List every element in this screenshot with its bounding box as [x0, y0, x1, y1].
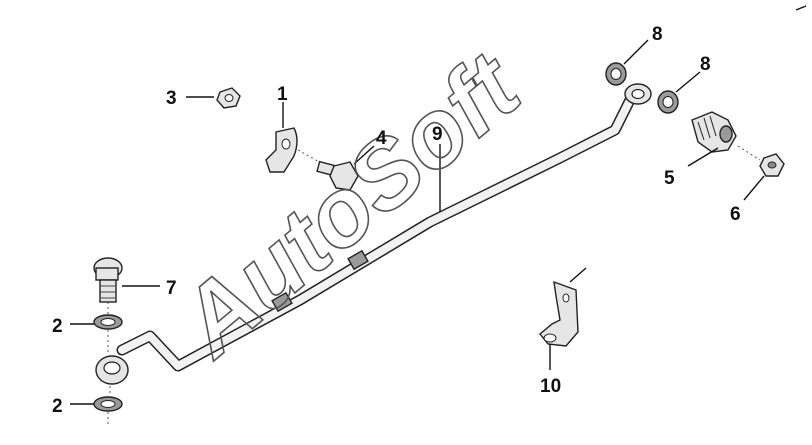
axis-line-5 — [737, 145, 761, 161]
bracket-icon — [265, 127, 298, 173]
leader-8b — [675, 71, 701, 93]
callout-9: 9 — [432, 124, 443, 145]
sensor-fitting-icon — [691, 111, 737, 153]
watermark-logo: AutoSoft — [158, 31, 542, 377]
callout-1: 1 — [277, 84, 288, 105]
callout-2a: 2 — [52, 316, 63, 337]
sealing-washer-icon — [93, 396, 123, 412]
corner-mark — [795, 5, 807, 11]
callout-5: 5 — [664, 168, 675, 189]
callout-4: 4 — [376, 128, 387, 149]
banjo-bolt-icon — [95, 355, 129, 385]
bolt-icon — [316, 160, 359, 191]
clamp-icon — [539, 280, 579, 347]
callout-7: 7 — [166, 278, 177, 299]
callout-3: 3 — [166, 88, 177, 109]
leader-10-top — [569, 267, 587, 283]
pipe-icon — [116, 83, 652, 372]
leader-5 — [687, 147, 719, 167]
screw-icon — [759, 153, 785, 177]
callout-10: 10 — [540, 376, 561, 397]
leader-8a — [623, 39, 649, 65]
sealing-washer-icon — [93, 314, 123, 330]
leader-6 — [743, 175, 765, 201]
leader-4 — [353, 145, 375, 165]
callout-6: 6 — [730, 204, 741, 225]
sealing-washer-icon — [605, 62, 627, 86]
callout-8b: 8 — [700, 54, 711, 75]
nut-icon — [216, 87, 241, 109]
sealing-washer-icon — [657, 90, 679, 114]
callout-8a: 8 — [652, 24, 663, 45]
banjo-bolt-icon — [93, 257, 123, 303]
callout-2b: 2 — [52, 396, 63, 417]
